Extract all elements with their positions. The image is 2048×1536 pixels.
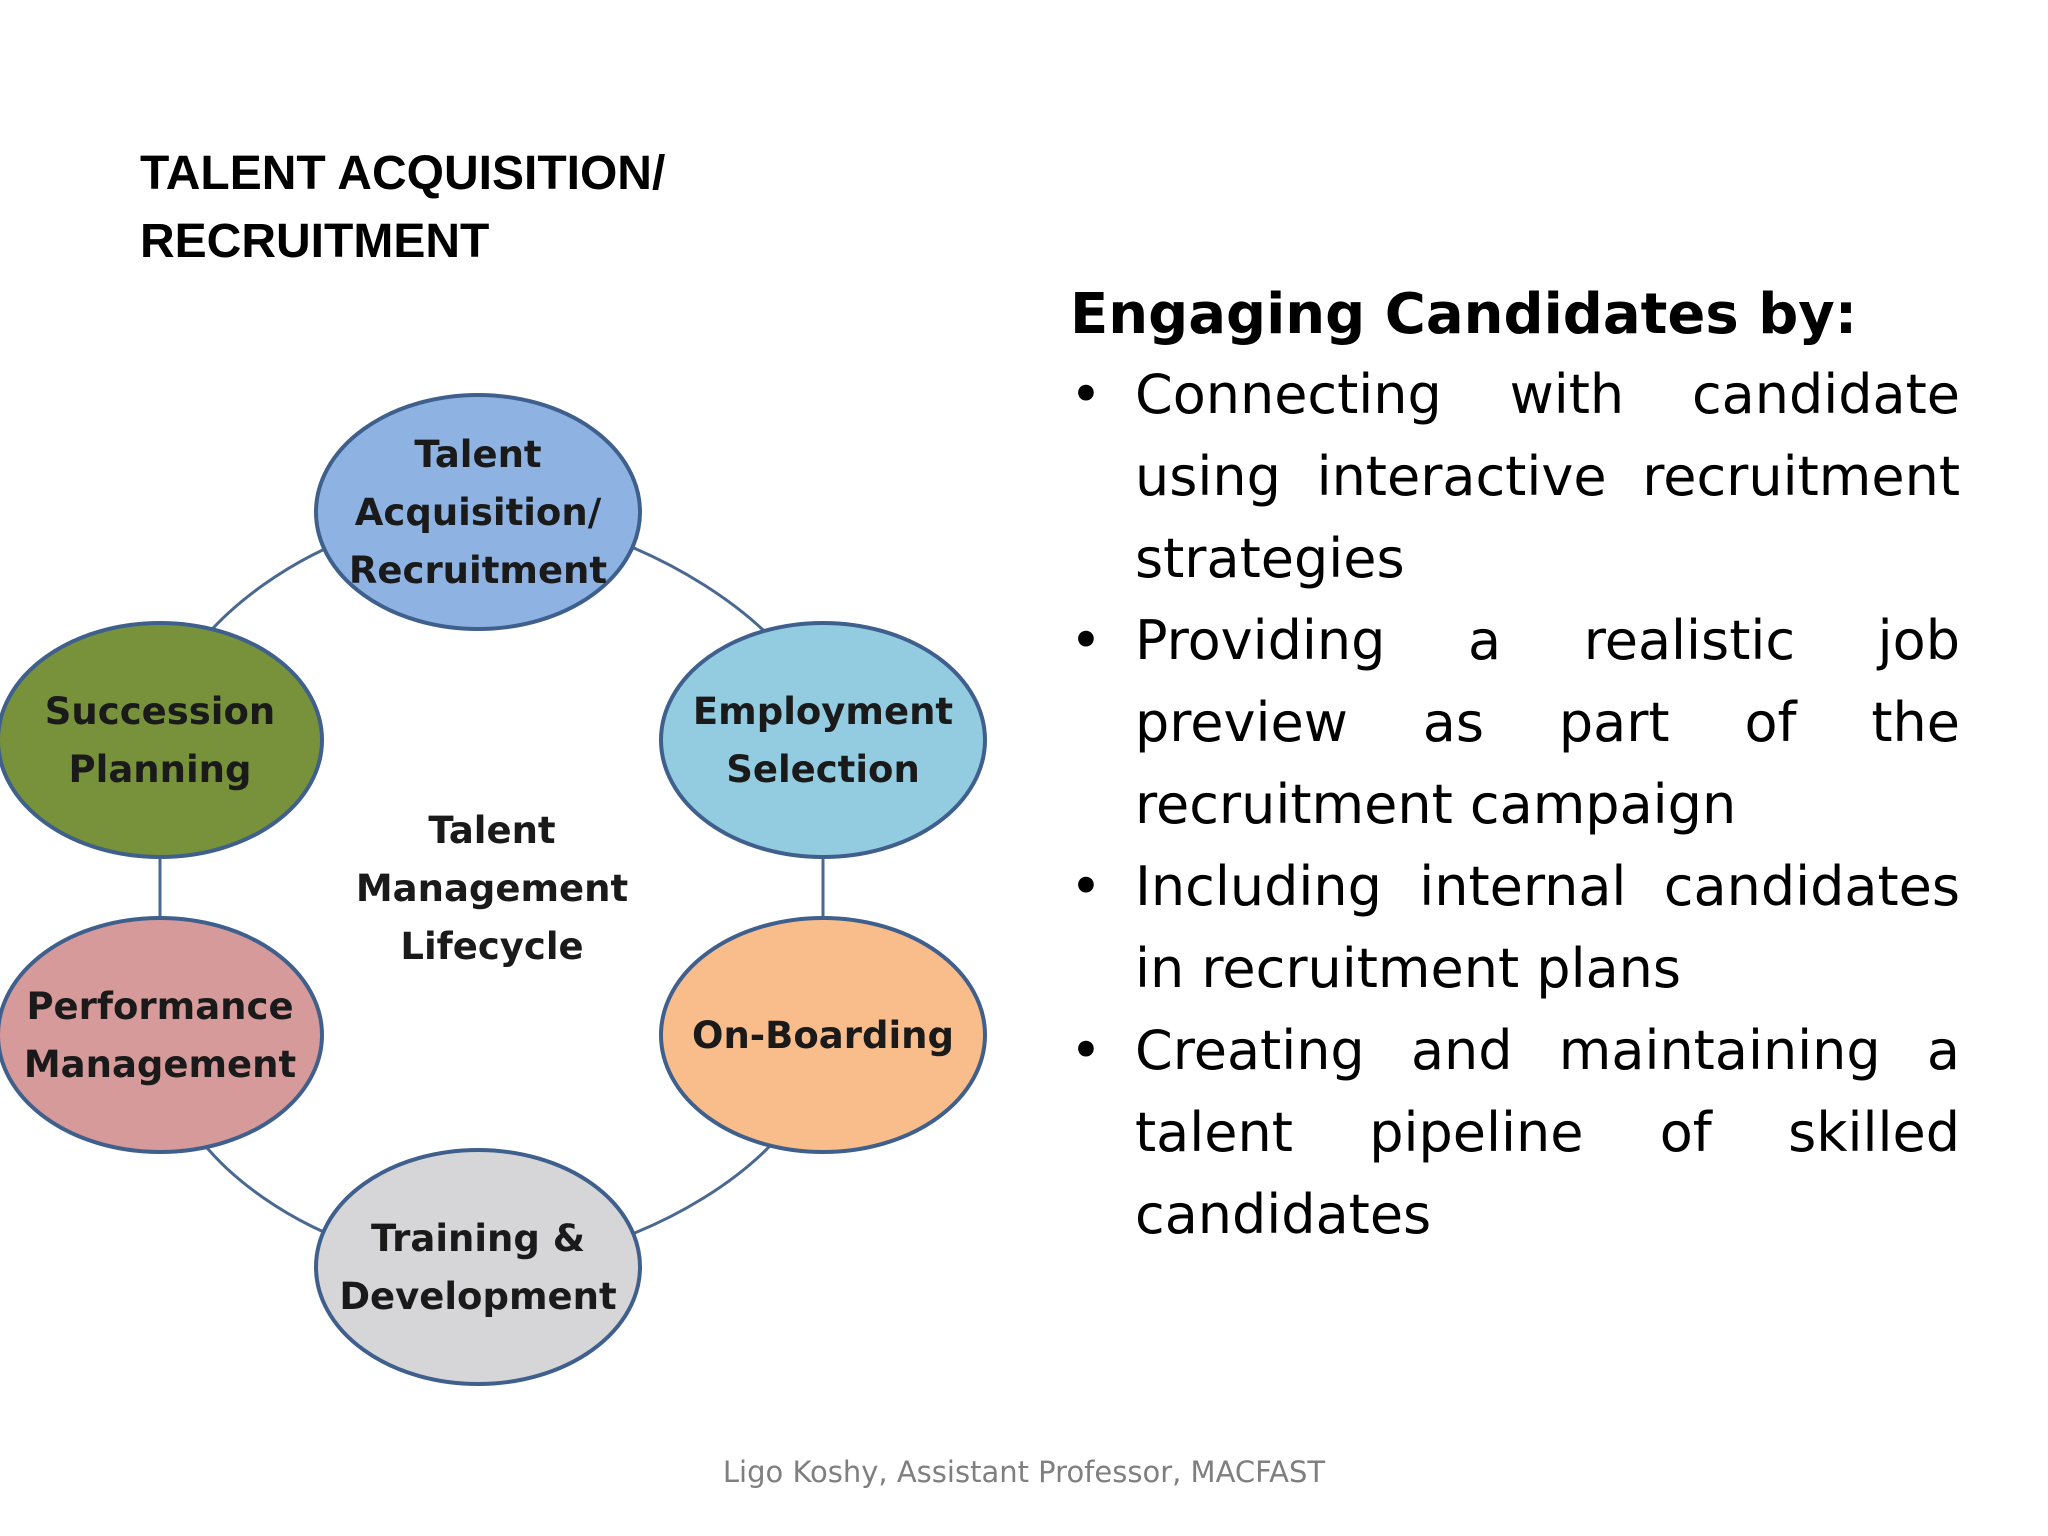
content-heading: Engaging Candidates by: bbox=[1070, 282, 1858, 347]
node-label: Planning bbox=[69, 748, 252, 791]
node-label: Management bbox=[24, 1043, 296, 1086]
node-label: Development bbox=[339, 1275, 616, 1318]
node-label: On-Boarding bbox=[692, 1014, 954, 1057]
bullet-item-3: • Including internal candidates in recru… bbox=[1070, 846, 1960, 1010]
center-label-line: Talent bbox=[428, 809, 555, 852]
bullet-list: • Connecting with candidate using intera… bbox=[1070, 354, 1960, 1256]
bullet-item-1: • Connecting with candidate using intera… bbox=[1070, 354, 1960, 600]
slide-title-line-2: RECRUITMENT bbox=[140, 215, 490, 268]
node-on-boarding: On-Boarding bbox=[659, 916, 987, 1154]
node-label: Performance bbox=[26, 985, 293, 1028]
footer-credit: Ligo Koshy, Assistant Professor, MACFAST bbox=[722, 1455, 1326, 1489]
bullet-icon: • bbox=[1070, 1019, 1102, 1082]
node-label: Succession bbox=[45, 690, 275, 733]
node-ellipse bbox=[659, 621, 987, 859]
node-label: Recruitment bbox=[349, 549, 607, 592]
center-label-line: Management bbox=[356, 867, 628, 910]
node-training-development: Training & Development bbox=[314, 1148, 642, 1386]
node-label: Talent bbox=[414, 433, 541, 476]
center-label-line: Lifecycle bbox=[400, 925, 583, 968]
bullet-text-2: Providing a realistic job preview as par… bbox=[1135, 609, 1960, 836]
bullet-icon: • bbox=[1070, 855, 1102, 918]
node-label: Training & bbox=[371, 1217, 585, 1260]
slide-title: TALENT ACQUISITION/ RECRUITMENT bbox=[140, 140, 840, 276]
node-ellipse bbox=[314, 393, 642, 631]
node-label: Selection bbox=[726, 748, 920, 791]
node-ellipse bbox=[659, 916, 987, 1154]
bullet-icon: • bbox=[1070, 609, 1102, 672]
node-label: Acquisition/ bbox=[355, 491, 602, 534]
bullet-text-3: Including internal candidates in recruit… bbox=[1135, 855, 1960, 1000]
slide-title-line-1: TALENT ACQUISITION/ bbox=[140, 147, 666, 200]
bullet-item-4: • Creating and maintaining a talent pipe… bbox=[1070, 1010, 1960, 1256]
node-ellipse bbox=[0, 621, 324, 859]
bullet-text-1: Connecting with candidate using interact… bbox=[1135, 363, 1960, 590]
bullet-text-4: Creating and maintaining a talent pipeli… bbox=[1135, 1019, 1960, 1246]
node-ellipse bbox=[0, 916, 324, 1154]
bullet-item-2: • Providing a realistic job preview as p… bbox=[1070, 600, 1960, 846]
node-label: Employment bbox=[693, 690, 953, 733]
talent-lifecycle-svg: TalentAcquisition/RecruitmentEmploymentS… bbox=[0, 393, 987, 1386]
node-ellipse bbox=[314, 1148, 642, 1386]
bullet-icon: • bbox=[1070, 363, 1102, 426]
content-panel: Engaging Candidates by: • Connecting wit… bbox=[1070, 280, 1960, 1256]
